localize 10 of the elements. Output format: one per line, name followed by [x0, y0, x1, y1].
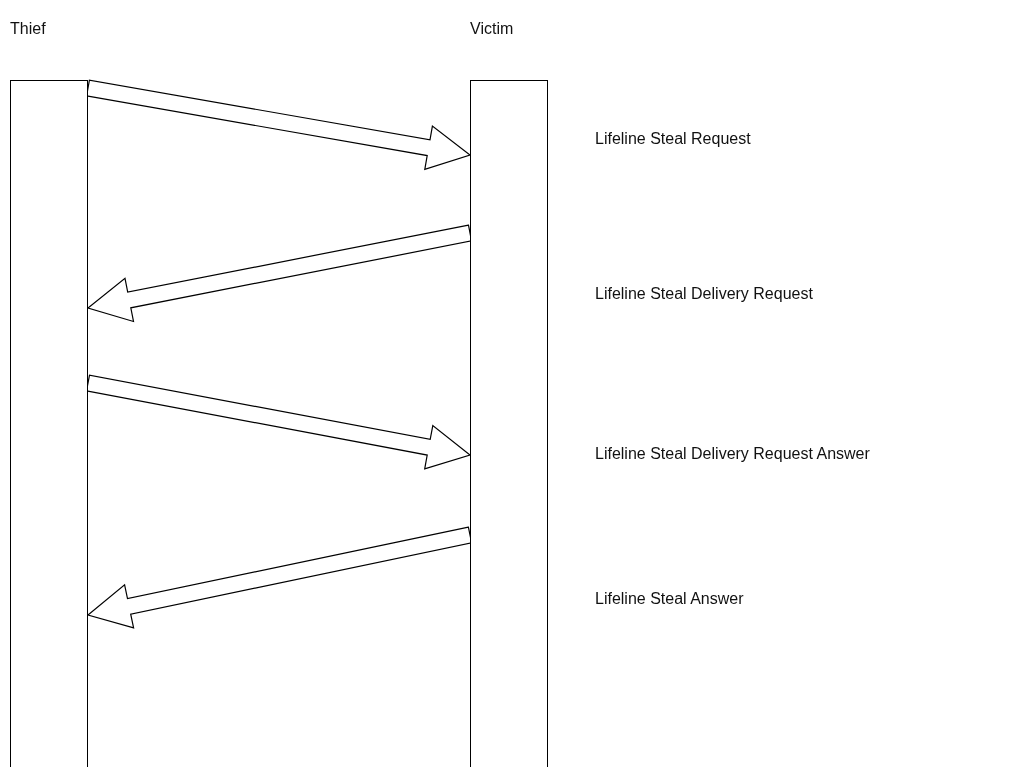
message-label: Lifeline Steal Request — [595, 130, 751, 148]
participant-label: Thief — [10, 20, 46, 38]
participant-label: Victim — [470, 20, 514, 38]
block-arrow — [85, 374, 472, 470]
message-label: Lifeline Steal Delivery Request Answer — [595, 445, 870, 463]
block-arrow — [86, 224, 473, 323]
message-label: Lifeline Steal Delivery Request — [595, 285, 813, 303]
message-label: Lifeline Steal Answer — [595, 590, 744, 608]
block-arrow — [86, 526, 473, 629]
block-arrow — [85, 79, 472, 171]
